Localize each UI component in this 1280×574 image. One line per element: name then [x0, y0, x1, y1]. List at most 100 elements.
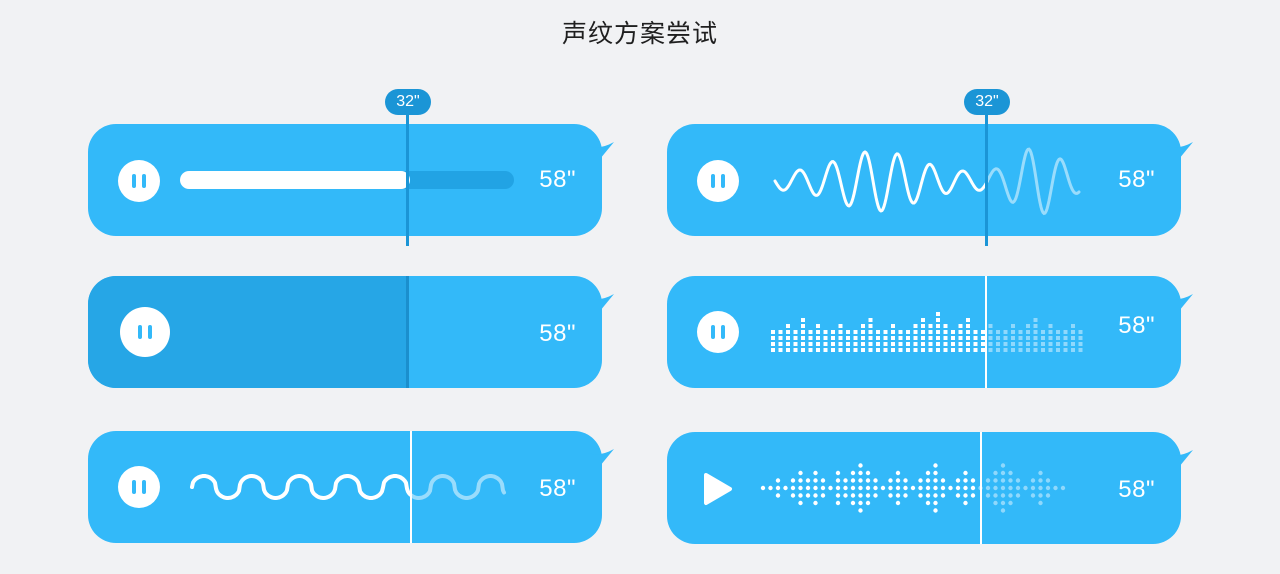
voice-bubble-sine-wave[interactable]: 58" [667, 124, 1193, 236]
duration-label: 58" [539, 320, 576, 347]
voice-bubble-bar-equalizer[interactable]: 58" [667, 276, 1193, 388]
waveform-dot [963, 493, 968, 498]
waveform-dot [835, 500, 841, 506]
waveform-dot [955, 493, 961, 498]
equalizer-segment [883, 342, 888, 346]
equalizer-segment [771, 336, 775, 340]
waveform-dot [1008, 485, 1013, 491]
equalizer-segment [831, 330, 835, 334]
equalizer-segment [913, 324, 918, 328]
play-button[interactable] [703, 472, 733, 506]
playhead-time-badge[interactable]: 32" [964, 89, 1010, 115]
voice-bubble-squiggle-wave[interactable]: 58" [88, 431, 614, 543]
waveform-dot [798, 500, 803, 506]
waveform-dot [1038, 478, 1043, 483]
voice-bubble-fill-block[interactable]: 58" [88, 276, 614, 388]
equalizer-segment [861, 330, 865, 334]
equalizer-segment [771, 348, 775, 352]
equalizer-segment [966, 336, 970, 340]
waveform-dot [1045, 485, 1051, 491]
waveform-dot [835, 485, 841, 491]
waveform-dot [888, 493, 893, 498]
pause-button[interactable] [697, 311, 739, 353]
waveform-dot [1000, 485, 1006, 491]
equalizer-segment [1018, 342, 1023, 346]
waveform-dot [895, 478, 901, 483]
equalizer-segment [1003, 330, 1008, 334]
equalizer-segment [846, 330, 850, 334]
equalizer-segment [973, 348, 978, 352]
equalizer-segment [943, 342, 948, 346]
equalizer-segment [1071, 330, 1075, 334]
progress-divider[interactable] [980, 432, 982, 544]
equalizer-segment [801, 342, 805, 346]
equalizer-segment [816, 348, 820, 352]
equalizer-segment [793, 348, 798, 352]
bubble-tail [1167, 142, 1193, 164]
waveform-dot [955, 478, 961, 483]
equalizer-segment [921, 336, 925, 340]
waveform-dot [963, 500, 968, 506]
playhead-line[interactable] [406, 112, 409, 246]
waveform-dot [760, 485, 766, 491]
waveform-dot [933, 470, 938, 476]
equalizer-segment [823, 330, 828, 334]
play-icon [704, 473, 732, 505]
equalizer-segment [1041, 348, 1045, 352]
equalizer-segment [778, 348, 783, 352]
voice-bubble-dot-matrix[interactable]: 58" [667, 432, 1193, 544]
equalizer-segment [801, 336, 805, 340]
equalizer-segment [816, 324, 820, 328]
voice-bubble-progress-bar[interactable]: 58" [88, 124, 614, 236]
equalizer-segment [936, 330, 940, 334]
progress-divider[interactable] [406, 276, 409, 388]
equalizer-segment [831, 336, 835, 340]
waveform-dot [850, 478, 856, 483]
waveform-dot [1008, 500, 1013, 506]
equalizer-segment [838, 348, 843, 352]
equalizer-segment [951, 330, 955, 334]
pause-button[interactable] [120, 307, 170, 357]
equalizer-segment [958, 330, 963, 334]
waveform-dot [933, 478, 938, 483]
waveform-dot [798, 485, 803, 491]
progress-divider[interactable] [410, 431, 412, 543]
equalizer-segment [943, 330, 948, 334]
waveform-dot [925, 470, 931, 476]
equalizer-segment [808, 342, 813, 346]
pause-button[interactable] [118, 466, 160, 508]
waveform-dot [805, 485, 811, 491]
waveform-dot [925, 500, 931, 506]
playhead-time-badge[interactable]: 32" [385, 89, 431, 115]
equalizer-segment [906, 342, 910, 346]
playhead-line[interactable] [985, 112, 988, 246]
waveform-dot [775, 478, 781, 483]
equalizer-segment [1048, 348, 1053, 352]
equalizer-segment [876, 336, 880, 340]
pause-button[interactable] [118, 160, 160, 202]
equalizer-segment [876, 348, 880, 352]
waveform-dot [850, 470, 856, 476]
pause-button[interactable] [697, 160, 739, 202]
equalizer-segment [936, 318, 940, 322]
equalizer-segment [1026, 330, 1030, 334]
waveform-dot [903, 493, 908, 498]
equalizer-segment [921, 324, 925, 328]
waveform-dot [858, 508, 863, 513]
waveform-dot [918, 485, 923, 491]
equalizer-segment [898, 336, 903, 340]
equalizer-segment [981, 330, 985, 334]
waveform-dot [858, 493, 863, 498]
equalizer-segment [808, 330, 813, 334]
waveform-dot [768, 485, 773, 491]
waveform-dot [805, 478, 811, 483]
equalizer-segment [988, 324, 993, 328]
waveform-dot [963, 470, 968, 476]
waveform-dot [835, 493, 841, 498]
equalizer-segment [1018, 330, 1023, 334]
waveform-dot [895, 485, 901, 491]
equalizer-segment [786, 342, 790, 346]
equalizer-segment [1078, 348, 1083, 352]
pause-icon [138, 325, 142, 339]
progress-divider[interactable] [985, 276, 987, 388]
